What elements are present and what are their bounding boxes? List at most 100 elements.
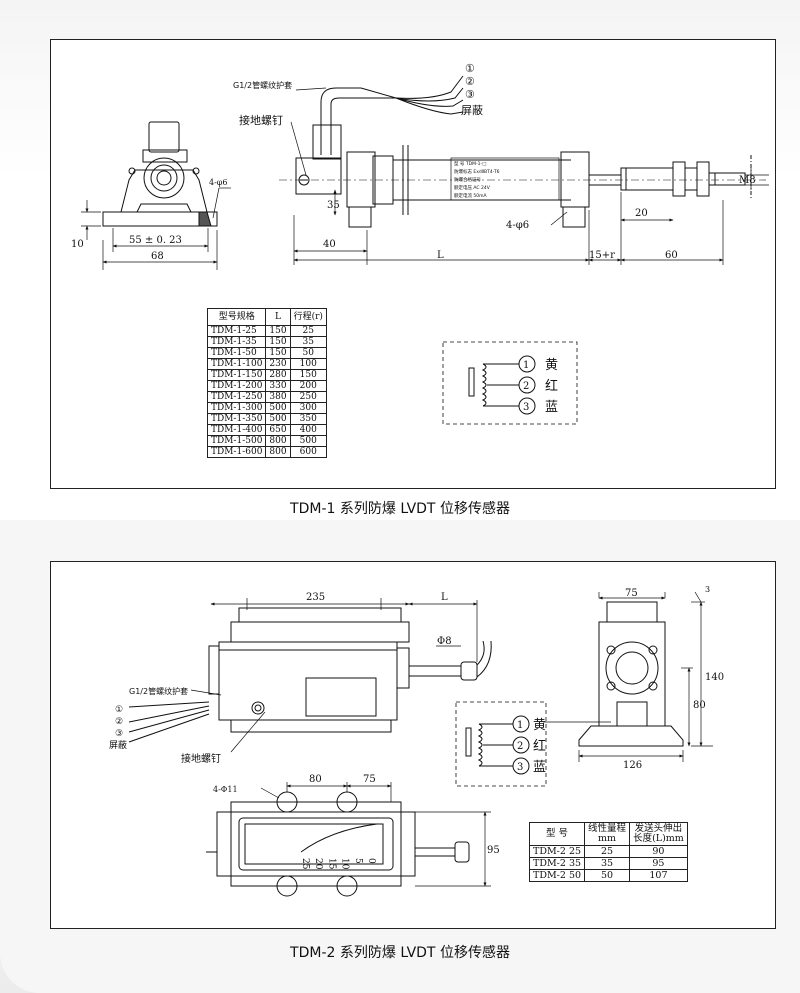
wire-num-3: 3 bbox=[523, 402, 529, 413]
table-cell: TDM-1-400 bbox=[206, 424, 267, 436]
figure-2-drawing: G1/2管螺纹护套 接地螺钉 ① ② ③ 屏蔽 Φ8 4-Φ11 235 L 7… bbox=[109, 585, 724, 897]
table-cell: TDM-1-300 bbox=[206, 402, 267, 414]
header-length: L bbox=[265, 308, 291, 326]
figure-2-panel: G1/2管螺纹护套 接地螺钉 ① ② ③ 屏蔽 Φ8 4-Φ11 235 L 7… bbox=[50, 561, 776, 929]
wire-color-blue: 蓝 bbox=[545, 400, 558, 415]
table-cell: 35 bbox=[289, 336, 327, 348]
dim-35: 35 bbox=[327, 200, 340, 211]
dim-15r: 15+r bbox=[589, 250, 615, 261]
dim-L: L bbox=[437, 250, 444, 261]
table-cell: TDM-1-100 bbox=[206, 358, 267, 370]
table-cell: 400 bbox=[289, 424, 327, 436]
wire2-num-1: 1 bbox=[517, 720, 523, 731]
table-cell: 650 bbox=[265, 424, 291, 436]
wire2-num-2: 2 bbox=[517, 741, 523, 752]
figure-2-caption: TDM-2 系列防爆 LVDT 位移传感器 bbox=[290, 945, 510, 961]
side-view bbox=[279, 75, 769, 265]
nameplate-line-2: 防爆标志 ExdⅡBT4-T6 bbox=[454, 168, 500, 175]
table-cell: 330 bbox=[265, 380, 291, 392]
table-cell: 200 bbox=[289, 380, 327, 392]
body-hole-label: 4-φ6 bbox=[506, 220, 529, 231]
figure-1-caption: TDM-1 系列防爆 LVDT 位移传感器 bbox=[290, 501, 510, 517]
table-cell: TDM-1-35 bbox=[206, 336, 267, 348]
table-cell: 25 bbox=[584, 845, 631, 858]
table-cell: 380 bbox=[265, 391, 291, 403]
header-stroke: 行程(r) bbox=[289, 308, 327, 326]
front-view-2 bbox=[128, 598, 492, 753]
nameplate-line-1: 型 号 TDM-1-□ bbox=[454, 160, 486, 167]
table-cell: 107 bbox=[629, 869, 688, 882]
table-cell: 50 bbox=[584, 869, 631, 882]
table-cell: 25 bbox=[289, 325, 327, 337]
dim-80-h: 80 bbox=[309, 774, 322, 785]
table-header-row: 型号规格 L 行程(r) bbox=[206, 308, 327, 326]
wire-2-label-2: ② bbox=[115, 717, 123, 727]
table-cell: 150 bbox=[289, 369, 327, 381]
figure-1-panel: G1/2管螺纹护套 接地螺钉 4-φ6 4-φ6 ① ② ③ 屏蔽 10 55 … bbox=[50, 39, 776, 489]
table-cell: 800 bbox=[265, 446, 291, 458]
dim-80-v: 80 bbox=[693, 700, 706, 711]
front-view bbox=[81, 121, 231, 270]
nameplate-line-5: 额定电流 50mA bbox=[454, 192, 488, 199]
header-model: 型号规格 bbox=[206, 308, 267, 326]
scale-tick-label: 0 bbox=[366, 858, 376, 864]
wire-1-label-2: ① bbox=[115, 705, 123, 715]
conduit-label: G1/2管螺纹护套 bbox=[233, 80, 292, 90]
wire2-color-red: 红 bbox=[533, 738, 546, 754]
wire-2-label: ② bbox=[465, 75, 475, 88]
shield-label: 屏蔽 bbox=[461, 104, 483, 117]
table-cell: TDM-1-350 bbox=[206, 413, 267, 425]
table-cell: 230 bbox=[265, 358, 291, 370]
wire-1-label: ① bbox=[465, 62, 475, 75]
table-cell: TDM-2 35 bbox=[528, 857, 586, 870]
table-cell: 350 bbox=[289, 413, 327, 425]
table-cell: 150 bbox=[265, 325, 291, 337]
top-view-2 bbox=[206, 782, 491, 897]
wire2-color-yellow: 黄 bbox=[533, 718, 546, 733]
wire2-num-3: 3 bbox=[517, 762, 523, 773]
scale-tick-label: 10 bbox=[340, 858, 350, 870]
table-cell: TDM-1-150 bbox=[206, 369, 267, 381]
dim-68: 68 bbox=[151, 251, 164, 262]
dim-75-top: 75 bbox=[625, 588, 638, 599]
scale-tick-label: 25 bbox=[300, 858, 310, 870]
table-cell: 500 bbox=[289, 435, 327, 447]
wire-3-label-2: ③ bbox=[115, 729, 123, 739]
table-cell: 300 bbox=[289, 402, 327, 414]
wire-num-2: 2 bbox=[523, 381, 529, 392]
header-extension: 发送头伸出长度(L)mm bbox=[629, 822, 688, 846]
wire-color-red: 红 bbox=[545, 378, 558, 394]
ground-screw-label: 接地螺钉 bbox=[239, 114, 283, 127]
table-cell: 35 bbox=[584, 857, 631, 870]
dim-95: 95 bbox=[487, 845, 500, 856]
table-cell: 600 bbox=[289, 446, 327, 458]
dim-235: 235 bbox=[306, 592, 325, 603]
table-cell: 50 bbox=[289, 347, 327, 359]
dim-60: 60 bbox=[665, 250, 678, 261]
nameplate-line-3: 防爆合格证号 bbox=[454, 176, 481, 183]
table-cell: TDM-1-200 bbox=[206, 380, 267, 392]
front-hole-label: 4-φ6 bbox=[209, 178, 227, 187]
scale-tick-label: 5 bbox=[353, 858, 363, 864]
dim-3: 3 bbox=[705, 585, 710, 594]
scale-tick-label: 15 bbox=[326, 858, 336, 870]
table-cell: 150 bbox=[265, 336, 291, 348]
conduit-label-2: G1/2管螺纹护套 bbox=[129, 686, 188, 696]
phi8-label: Φ8 bbox=[437, 636, 452, 647]
table-cell: 100 bbox=[289, 358, 327, 370]
